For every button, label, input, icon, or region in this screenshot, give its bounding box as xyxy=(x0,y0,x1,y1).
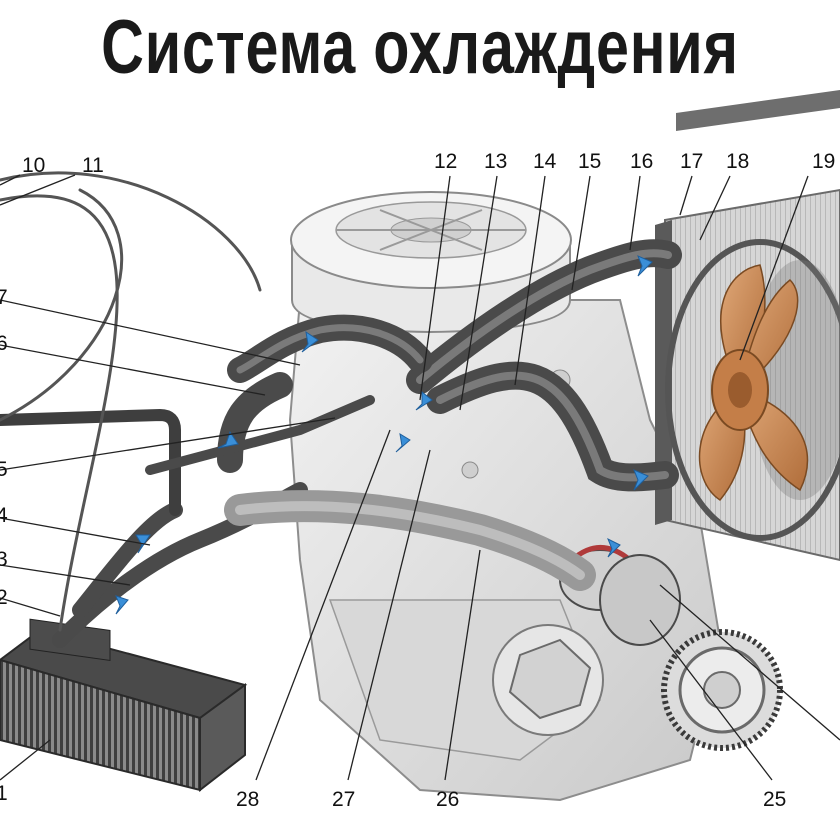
callout-27: 27 xyxy=(332,788,355,811)
oil-filter xyxy=(492,624,604,736)
callout-13: 13 xyxy=(484,150,507,173)
callout-6: 6 xyxy=(0,332,8,355)
diagram-title: Система охлаждения xyxy=(101,5,739,90)
callout-19: 19 xyxy=(812,150,835,173)
leader-lines xyxy=(0,174,840,781)
flow-arrow-icon xyxy=(415,390,433,411)
flow-arrow-icon xyxy=(395,433,411,453)
callout-15: 15 xyxy=(578,150,601,173)
callout-17: 17 xyxy=(680,150,703,173)
air-filter-housing xyxy=(290,191,572,334)
callout-14: 14 xyxy=(533,150,557,173)
callout-3: 3 xyxy=(0,548,8,571)
flow-arrow-icon xyxy=(217,430,239,449)
callout-5: 5 xyxy=(0,458,8,481)
callout-7: 7 xyxy=(0,286,8,309)
callout-11: 11 xyxy=(82,154,104,177)
crank-pulley xyxy=(661,629,783,751)
flow-arrow-icon xyxy=(301,330,319,353)
callout-26: 26 xyxy=(436,788,459,811)
flow-arrow-icon xyxy=(607,537,621,558)
heater-core xyxy=(0,618,248,793)
flow-arrow-icon xyxy=(637,255,653,277)
callout-25: 25 xyxy=(763,788,786,811)
flow-arrow-icon xyxy=(115,595,129,615)
callout-28: 28 xyxy=(236,788,259,811)
callout-4: 4 xyxy=(0,504,8,527)
callout-10: 10 xyxy=(22,154,45,177)
callout-labels: 10 11 12 13 14 15 16 17 18 19 7 6 5 4 3 … xyxy=(0,150,835,811)
callout-16: 16 xyxy=(630,150,653,173)
cooling-fan xyxy=(665,239,840,541)
callout-18: 18 xyxy=(726,150,749,173)
callout-12: 12 xyxy=(434,150,457,173)
flow-arrow-icon xyxy=(633,469,649,491)
callout-1: 1 xyxy=(0,782,8,805)
callout-2: 2 xyxy=(0,586,8,609)
